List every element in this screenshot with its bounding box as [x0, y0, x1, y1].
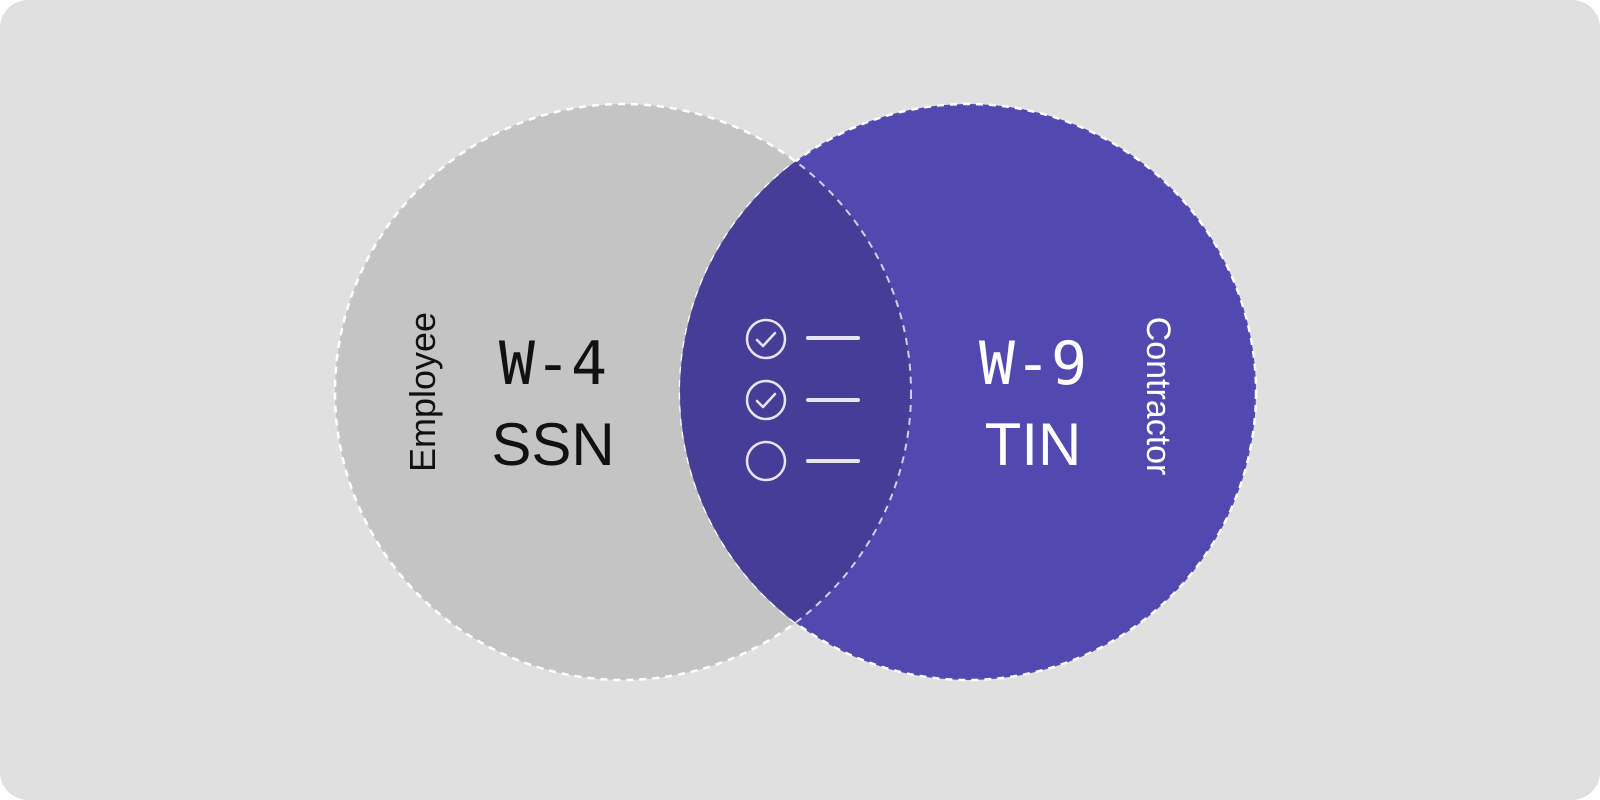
checklist-item — [745, 379, 860, 421]
checklist-item — [745, 440, 860, 482]
employee-id-label: SSN — [491, 411, 614, 478]
overlap-region — [680, 104, 911, 680]
employee-circle-inner-outline — [334, 103, 912, 681]
checklist — [745, 318, 860, 482]
employee-form-label: W-4 — [499, 329, 607, 399]
checkmark-icon — [755, 331, 777, 348]
checkmark-icon — [755, 392, 777, 409]
empty-circle-icon — [745, 440, 787, 482]
contractor-label: Contractor — [1139, 317, 1177, 476]
contractor-form-label: W-9 — [979, 329, 1087, 399]
contractor-id-label: TIN — [985, 411, 1082, 478]
check-circle-icon — [745, 318, 787, 360]
checklist-item — [745, 318, 860, 360]
check-circle-icon — [745, 379, 787, 421]
employee-label: Employee — [402, 312, 443, 472]
